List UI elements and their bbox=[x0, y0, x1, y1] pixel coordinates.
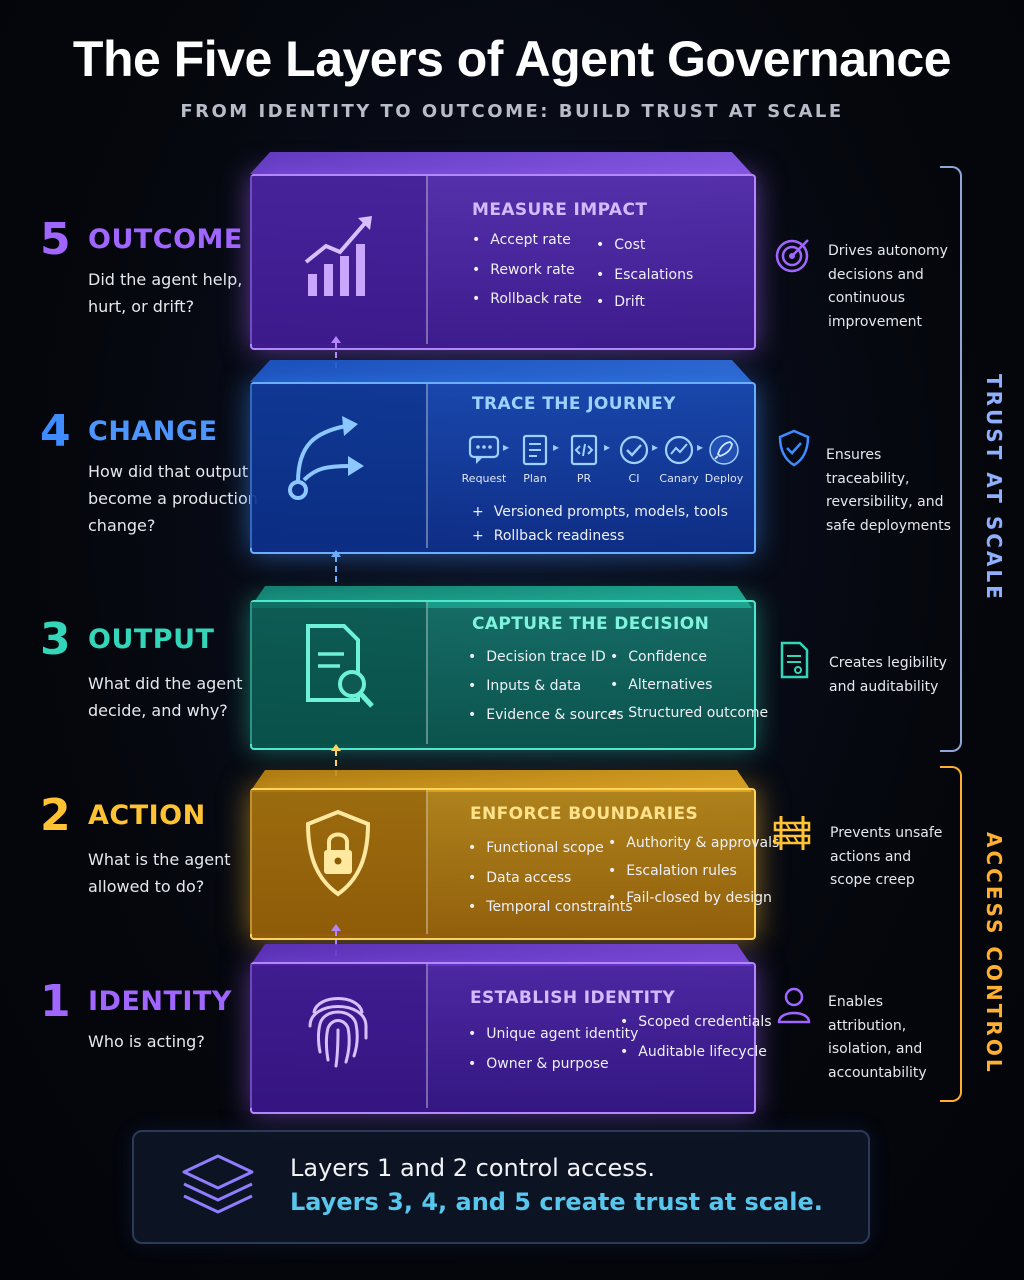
access-bracket bbox=[940, 766, 962, 1102]
layer-2-heading: ENFORCE BOUNDARIES bbox=[470, 804, 699, 824]
layer-5-description: Drives autonomy decisions and continuous… bbox=[828, 243, 948, 330]
user-icon bbox=[777, 987, 811, 1024]
step-label: CI bbox=[628, 472, 640, 485]
step-arrow: ▸ bbox=[652, 440, 659, 454]
document-icon bbox=[780, 641, 809, 679]
layer-1-bullet: Owner & purpose bbox=[468, 1056, 608, 1072]
layer-1-number: 1 bbox=[40, 976, 71, 1027]
layer-5-bullet: Drift bbox=[596, 294, 645, 310]
step-label: Deploy bbox=[704, 472, 744, 485]
layer-2-bullet: Temporal constraints bbox=[468, 899, 632, 915]
layer-5-bullet: Escalations bbox=[596, 267, 693, 283]
target-icon bbox=[775, 239, 809, 273]
footer-line-2: Layers 3, 4, and 5 create trust at scale… bbox=[290, 1188, 823, 1216]
layer-3-heading: CAPTURE THE DECISION bbox=[472, 614, 710, 634]
layer-1-heading: ESTABLISH IDENTITY bbox=[470, 988, 676, 1008]
barrier-icon bbox=[773, 816, 811, 850]
layer-1-block: ESTABLISH IDENTITY Unique agent identity… bbox=[250, 944, 772, 1114]
access-label: ACCESS CONTROL bbox=[982, 832, 1006, 1075]
rocket-icon bbox=[709, 435, 739, 465]
layer-5-bullet: Rework rate bbox=[472, 262, 574, 278]
connector-arrow bbox=[331, 744, 341, 776]
layer-2-block: ENFORCE BOUNDARIES Functional scope Data… bbox=[250, 770, 779, 940]
connector-arrow bbox=[331, 550, 341, 582]
layer-3-description: Creates legibility and auditability bbox=[829, 655, 947, 695]
layer-1-name: IDENTITY bbox=[88, 986, 232, 1017]
layer-2-bullet: Escalation rules bbox=[608, 863, 737, 879]
footer-panel: Layers 1 and 2 control access. Layers 3,… bbox=[132, 1130, 870, 1244]
layer-2-number: 2 bbox=[40, 790, 71, 841]
layer-2-question: What is the agent allowed to do? bbox=[88, 850, 231, 896]
layer-5-bullet: Accept rate bbox=[472, 232, 571, 248]
layer-4-number: 4 bbox=[40, 406, 71, 457]
layer-2-bullet: Functional scope bbox=[468, 840, 604, 856]
document-list-icon bbox=[522, 434, 548, 466]
layer-5-number: 5 bbox=[40, 214, 71, 265]
shield-lock-icon bbox=[305, 809, 371, 897]
step-label: PR bbox=[576, 472, 592, 485]
page-title: The Five Layers of Agent Governance bbox=[72, 31, 952, 87]
step-label: Plan bbox=[523, 472, 547, 485]
footer-line-1: Layers 1 and 2 control access. bbox=[290, 1154, 655, 1182]
check-circle-icon bbox=[619, 435, 649, 465]
layer-4-heading: TRACE THE JOURNEY bbox=[472, 394, 676, 414]
layer-1-bullet: Auditable lifecycle bbox=[620, 1044, 767, 1060]
layer-3-number: 3 bbox=[40, 614, 71, 665]
step-label: Request bbox=[461, 472, 507, 485]
document-search-icon bbox=[306, 624, 374, 708]
layer-1-bullet: Scoped credentials bbox=[620, 1014, 771, 1030]
layer-3-name: OUTPUT bbox=[88, 624, 215, 655]
step-arrow: ▸ bbox=[697, 440, 704, 454]
layer-4-description: Ensures traceability, reversibility, and… bbox=[826, 447, 951, 534]
layer-3-bullet: Confidence bbox=[610, 649, 707, 665]
layer-5-question: Did the agent help, hurt, or drift? bbox=[88, 270, 243, 316]
connector-arrow bbox=[331, 924, 341, 956]
branch-arrows-icon bbox=[288, 416, 364, 500]
layer-1-description: Enables attribution, isolation, and acco… bbox=[828, 994, 927, 1081]
trust-bracket bbox=[940, 166, 962, 752]
layer-5-heading: MEASURE IMPACT bbox=[472, 200, 648, 220]
step-arrow: ▸ bbox=[553, 440, 560, 454]
layer-4-plus-item: Rollback readiness bbox=[472, 528, 625, 544]
step-label: Canary bbox=[659, 472, 699, 485]
layer-2-description: Prevents unsafe actions and scope creep bbox=[830, 825, 943, 888]
connector-arrow bbox=[331, 336, 341, 368]
fingerprint-icon bbox=[308, 997, 368, 1068]
layer-2-bullet: Fail-closed by design bbox=[608, 890, 772, 906]
layer-1-bullet: Unique agent identity bbox=[468, 1026, 638, 1042]
layer-4-question: How did that output become a production … bbox=[88, 462, 258, 535]
layer-4-plus-item: Versioned prompts, models, tools bbox=[472, 504, 728, 520]
layer-4-block: TRACE THE JOURNEY Versioned prompts, mod… bbox=[250, 360, 756, 554]
code-file-icon bbox=[570, 434, 598, 466]
step-arrow: ▸ bbox=[503, 440, 510, 454]
page-subtitle: FROM IDENTITY TO OUTCOME: BUILD TRUST AT… bbox=[180, 101, 844, 122]
layer-5-bullet: Rollback rate bbox=[472, 291, 582, 307]
layer-3-block: CAPTURE THE DECISION Decision trace ID I… bbox=[250, 586, 768, 750]
chat-bubble-icon bbox=[468, 435, 500, 464]
layer-1-question: Who is acting? bbox=[88, 1032, 205, 1051]
layer-2-bullet: Authority & approvals bbox=[608, 835, 779, 851]
layer-4-name: CHANGE bbox=[88, 416, 218, 447]
layers-stack-icon bbox=[182, 1154, 254, 1214]
gauge-icon bbox=[664, 435, 694, 465]
layer-3-bullet: Inputs & data bbox=[468, 678, 581, 694]
chart-growth-icon bbox=[304, 216, 372, 296]
layer-3-bullet: Decision trace ID bbox=[468, 649, 606, 665]
layer-3-bullet: Structured outcome bbox=[610, 705, 768, 721]
step-arrow: ▸ bbox=[604, 440, 611, 454]
layer-3-bullet: Alternatives bbox=[610, 677, 712, 693]
layer-3-question: What did the agent decide, and why? bbox=[88, 674, 243, 720]
trust-label: TRUST AT SCALE bbox=[982, 374, 1006, 602]
layer-5-block: MEASURE IMPACT Accept rate Rework rate R… bbox=[250, 152, 756, 350]
shield-check-icon bbox=[778, 429, 810, 467]
layer-2-name: ACTION bbox=[88, 800, 206, 831]
layer-5-bullet: Cost bbox=[596, 237, 645, 253]
layer-5-name: OUTCOME bbox=[88, 224, 243, 255]
layer-2-bullet: Data access bbox=[468, 870, 571, 886]
layer-3-bullet: Evidence & sources bbox=[468, 707, 623, 723]
